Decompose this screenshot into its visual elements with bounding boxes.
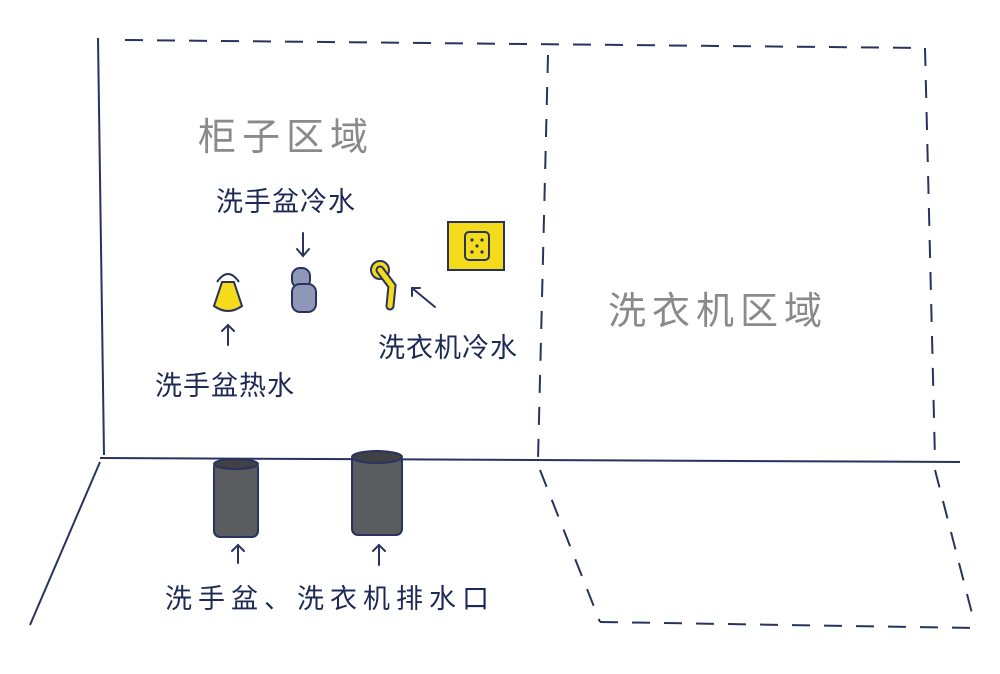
washer-floor-right-dashed <box>934 469 976 626</box>
cabinet-area-label: 柜子区域 <box>198 115 375 159</box>
basin-drain-pipe-icon <box>213 458 259 538</box>
basin-hot-water-label: 洗手盆热水 <box>155 371 295 402</box>
washer-area-label: 洗衣机区域 <box>608 289 829 333</box>
basin-cold-water-label: 洗手盆冷水 <box>216 187 356 218</box>
hot-water-valve-icon <box>212 273 244 312</box>
arrow-up-icon <box>221 323 235 346</box>
arrow-down-icon <box>296 232 310 258</box>
basin-cold-water-valve-icon <box>291 267 317 313</box>
arrow-up-left-icon <box>411 287 436 308</box>
wall-left-edge <box>97 37 105 456</box>
power-socket-icon <box>447 221 505 271</box>
drain-outlets-label: 洗手盆、洗衣机排水口 <box>165 584 495 615</box>
washer-cold-water-label: 洗衣机冷水 <box>378 333 518 364</box>
washer-floor-front-dashed <box>599 621 976 629</box>
arrow-up-icon <box>372 543 386 566</box>
washer-cold-water-valve-icon <box>370 260 397 311</box>
washer-floor-left-dashed <box>539 469 601 623</box>
washer-area-right-dashed <box>924 47 936 461</box>
floor-left-edge <box>29 461 101 626</box>
cabinet-area-top-dashed <box>124 39 926 49</box>
washer-drain-pipe-icon <box>351 450 403 536</box>
area-divider-dashed <box>537 54 549 461</box>
arrow-up-icon <box>231 543 245 564</box>
